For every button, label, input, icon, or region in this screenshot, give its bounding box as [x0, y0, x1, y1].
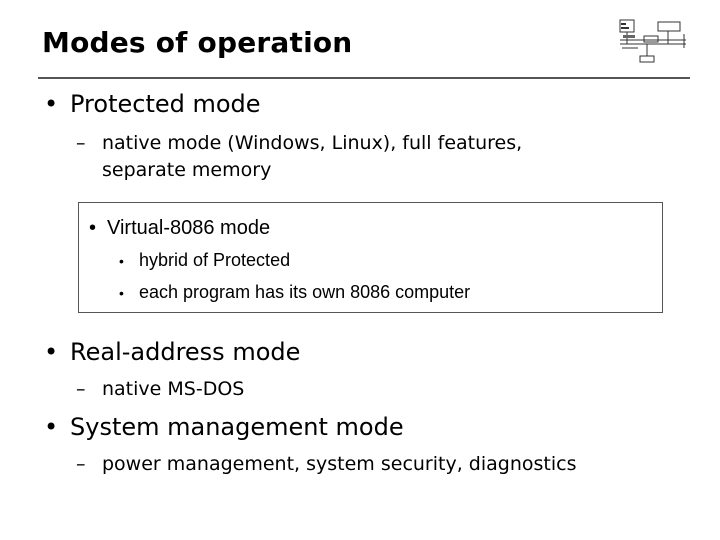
sub-item-text: native mode (Windows, Linux), full featu… [102, 132, 523, 154]
sub-item-real-address-mode: –native MS-DOS [76, 376, 244, 402]
dash-icon: – [76, 453, 86, 475]
sub-item-text: power management, system security, diagn… [102, 453, 577, 475]
sub-item-text: separate memory [102, 159, 272, 181]
bullet-system-management-mode: • System management mode [44, 413, 404, 441]
bullet-icon: • [89, 217, 97, 239]
bullet-icon: • [119, 285, 124, 301]
box-list-item: • each program has its own 8086 computer [119, 281, 470, 304]
sub-item-text: native MS-DOS [102, 378, 245, 400]
computer-architecture-diagram-icon [619, 19, 686, 63]
bullet-icon: • [44, 90, 59, 118]
bullet-icon: • [44, 413, 59, 441]
bullet-icon: • [119, 253, 124, 269]
bullet-heading: Real-address mode [70, 338, 301, 366]
dash-icon: – [76, 132, 86, 154]
box-list-item: • hybrid of Protected [119, 249, 290, 272]
slide-title: Modes of operation [42, 26, 353, 59]
bullet-heading: System management mode [70, 413, 404, 441]
virtual-8086-box: •Virtual-8086 mode •hybrid of Protected … [78, 202, 663, 313]
sub-item-protected-mode: –native mode (Windows, Linux), full feat… [76, 130, 522, 156]
dash-icon: – [76, 378, 86, 400]
bullet-icon: • [44, 338, 59, 366]
bullet-real-address-mode: • Real-address mode [44, 338, 300, 366]
box-item-text: hybrid of Protected [139, 250, 291, 270]
title-divider [38, 77, 690, 79]
bullet-protected-mode: • Protected mode [44, 90, 261, 118]
box-item-text: each program has its own 8086 computer [139, 282, 471, 302]
sub-item-protected-mode-continued: separate memory [102, 157, 271, 183]
sub-item-system-management-mode: –power management, system security, diag… [76, 451, 576, 477]
bullet-heading: Protected mode [70, 90, 261, 118]
box-heading: • Virtual-8086 mode [89, 216, 270, 240]
box-heading-text: Virtual-8086 mode [107, 217, 271, 239]
